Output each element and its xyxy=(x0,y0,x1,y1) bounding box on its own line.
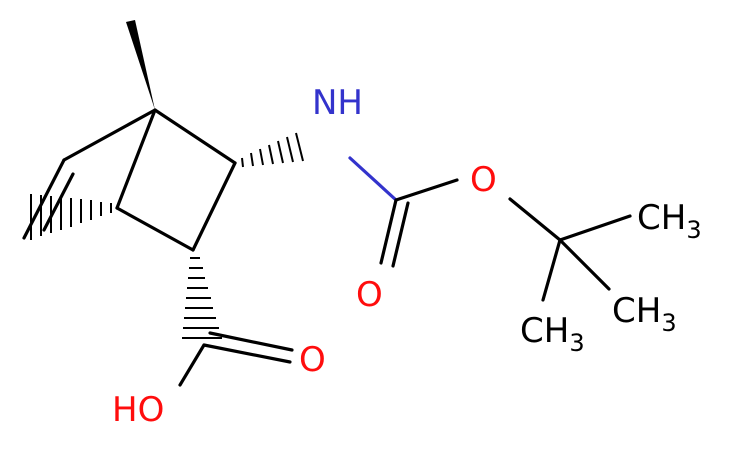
bond-cooh-carbonyl-2 xyxy=(208,331,294,352)
bond-ctert-ch3-top xyxy=(558,214,632,242)
bond-c1-c7 xyxy=(115,108,157,210)
o-ester-label: O xyxy=(470,160,497,200)
bond-cooh-oh xyxy=(178,343,206,387)
ch3-top-label: CH3 xyxy=(637,198,702,244)
bond-cooh-carbonyl-1 xyxy=(202,343,292,364)
bond-ctert-ch3-right xyxy=(558,238,611,291)
bond-c4-c3 xyxy=(62,108,157,162)
bond-c6-c1 xyxy=(115,206,195,252)
bond-o-ctert xyxy=(508,197,562,242)
bond-n-c xyxy=(348,156,398,202)
bond-c-o-carbonyl-2 xyxy=(391,201,410,268)
hash-bond-c6-cooh xyxy=(182,257,222,339)
bond-c3-c2-double xyxy=(42,172,75,232)
o-acid-carbonyl-label: O xyxy=(299,340,326,380)
o-carbonyl-carbamate-label: O xyxy=(356,275,383,315)
ch3-bottom-label: CH3 xyxy=(520,311,585,357)
bond-ctert-ch3-bottom xyxy=(541,238,562,302)
wedge-bond-bridge xyxy=(126,20,155,110)
hash-bond-c1-c2 xyxy=(30,194,112,240)
ch3-right-label: CH3 xyxy=(612,291,677,337)
bond-c-o-ester xyxy=(394,178,459,202)
bond-c-o-carbonyl-1 xyxy=(379,198,398,265)
bond-c4-c5 xyxy=(153,108,237,165)
bond-c5-c6 xyxy=(191,161,237,252)
hash-bond-c5-n xyxy=(241,132,304,168)
nh-label: NH xyxy=(312,83,363,123)
ho-label: HO xyxy=(112,390,164,430)
